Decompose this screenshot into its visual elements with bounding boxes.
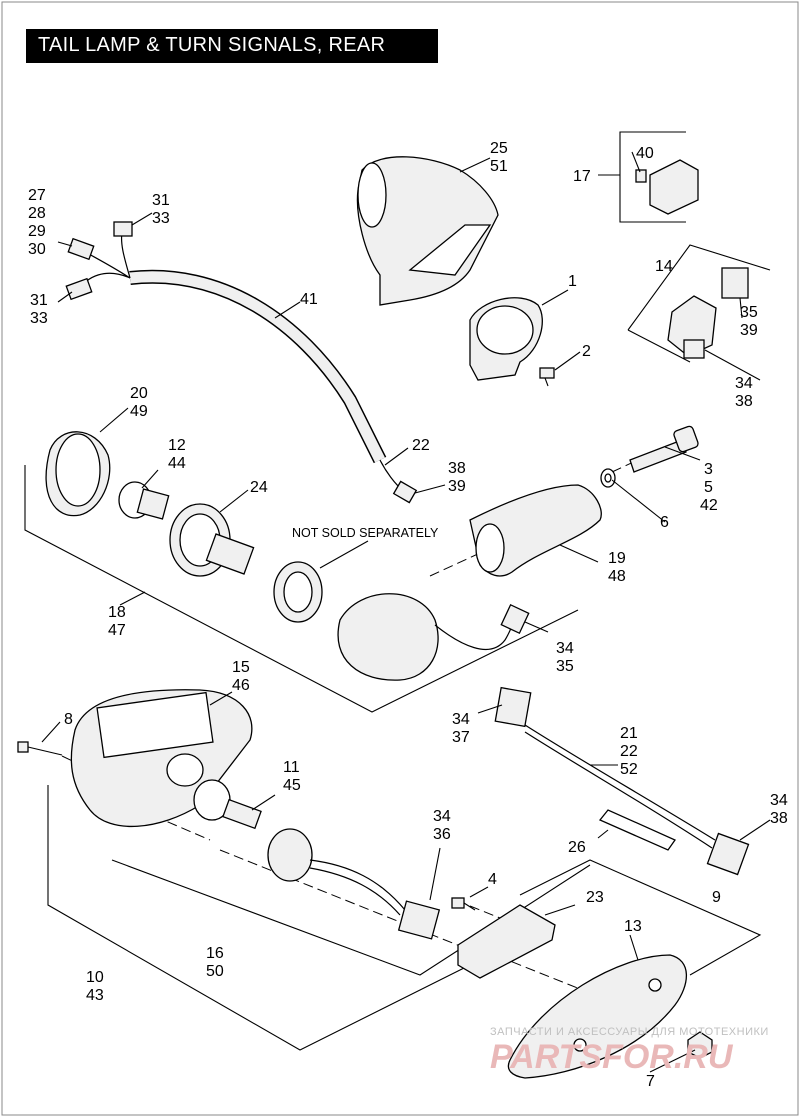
- bulb-part: [118, 481, 170, 520]
- tail-lamp-housing-part: [356, 156, 499, 306]
- group-bracket-17: [619, 131, 686, 223]
- assembly-line: [139, 809, 211, 841]
- callout-14: 14: [655, 258, 673, 275]
- washer-part: [600, 468, 616, 488]
- assembly-line: [429, 552, 481, 577]
- adhesive-strip-part: [598, 809, 676, 851]
- turn-signal-bracket-part: [469, 484, 602, 577]
- group-bracket-9: [519, 859, 762, 976]
- callout-4: 4: [488, 871, 497, 888]
- mount-screw-part: [451, 897, 476, 911]
- callout-1: 1: [568, 273, 577, 290]
- relay-socket-part: [667, 267, 749, 359]
- relay-part: [635, 159, 699, 215]
- bolt-part: [629, 425, 699, 473]
- lens-ring-part: [45, 431, 111, 517]
- not-sold-separately-note: NOT SOLD SEPARATELY: [292, 526, 439, 540]
- wiring-harness-part: [65, 221, 418, 504]
- callout-22: 22: [412, 437, 430, 454]
- socket-part: [169, 503, 255, 577]
- leader-lines: [41, 151, 771, 1073]
- callout-9: 9: [712, 889, 721, 906]
- extension-harness-part: [494, 686, 750, 876]
- watermark-tagline: ЗАПЧАСТИ И АКСЕССУАРЫ ДЛЯ МОТОТЕХНИКИ: [490, 1026, 769, 1038]
- callout-2: 2: [582, 343, 591, 360]
- callout-8: 8: [64, 711, 73, 728]
- title-banner: TAIL LAMP & TURN SIGNALS, REAR: [26, 29, 438, 63]
- group-bracket-14: [627, 244, 771, 363]
- tail-socket-part: [267, 828, 441, 940]
- callout-13: 13: [624, 918, 642, 935]
- callout-7: 7: [646, 1073, 655, 1090]
- turn-signal-part: [273, 561, 530, 681]
- assembly-line: [469, 944, 621, 1006]
- group-bracket-16: [111, 859, 591, 976]
- callout-24: 24: [250, 479, 268, 496]
- callout-41: 41: [300, 291, 318, 308]
- backing-plate-part: [507, 954, 687, 1079]
- callout-17: 17: [573, 168, 591, 185]
- mount-bracket-part: [457, 904, 556, 979]
- callout-26: 26: [568, 839, 586, 856]
- callout-6: 6: [660, 514, 669, 531]
- group-bracket-18: [24, 465, 579, 713]
- callout-23: 23: [586, 889, 604, 906]
- lens-screw-part: [17, 741, 63, 756]
- watermark-brand: PARTSFOR.RU: [490, 1038, 734, 1076]
- page-title: TAIL LAMP & TURN SIGNALS, REAR: [38, 34, 386, 56]
- callout-40: 40: [636, 145, 654, 162]
- lamp-base-part: [469, 297, 543, 381]
- screw-part: [539, 367, 555, 387]
- nut-part: [687, 1031, 713, 1059]
- tail-bulb-part: [193, 779, 262, 830]
- group-bracket-10: [47, 785, 531, 1051]
